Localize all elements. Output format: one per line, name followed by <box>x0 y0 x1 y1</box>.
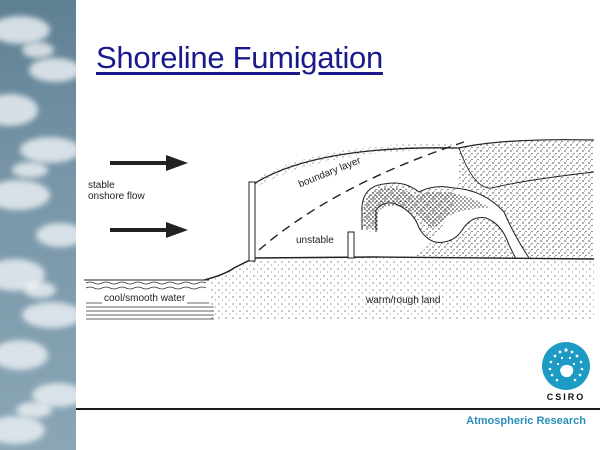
diagram-drawing <box>84 139 594 320</box>
land-surface <box>84 257 594 320</box>
short-stack <box>347 231 355 259</box>
boundary-layer-line <box>258 141 465 251</box>
csiro-logo-icon <box>542 342 590 390</box>
onshore-arrows <box>110 155 188 238</box>
plume-core <box>364 187 489 230</box>
csiro-logo-text: CSIRO <box>546 392 586 402</box>
label-unstable: unstable <box>296 235 334 246</box>
label-cool-smooth-water: cool/smooth water <box>102 293 188 304</box>
label-warm-rough-land: warm/rough land <box>366 295 441 306</box>
sky-texture <box>0 0 76 450</box>
csiro-logo: CSIRO <box>538 340 594 404</box>
tall-stack <box>248 181 256 262</box>
sky-sidebar <box>0 0 76 450</box>
slide-title: Shoreline Fumigation <box>96 40 383 75</box>
label-stable-onshore-flow: stable onshore flow <box>88 180 145 202</box>
shoreline-fumigation-diagram: stable onshore flow boundary layer unsta… <box>84 120 594 335</box>
department-label: Atmospheric Research <box>466 415 586 427</box>
footer-divider <box>76 408 600 410</box>
